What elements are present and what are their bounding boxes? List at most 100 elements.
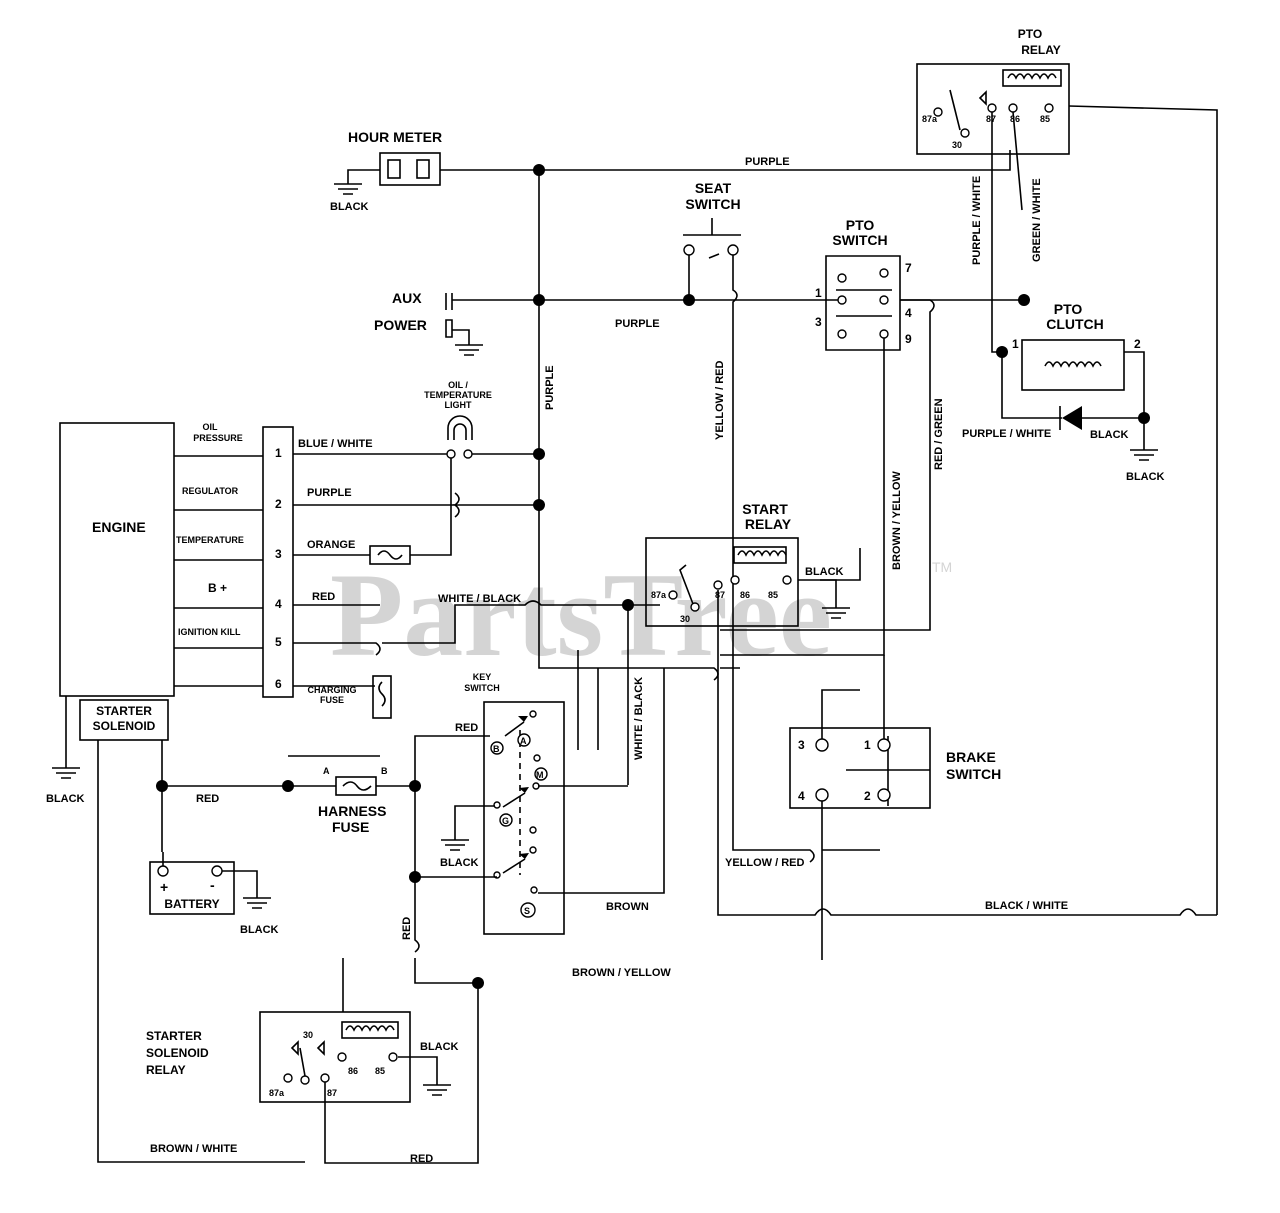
terminal [529, 846, 537, 854]
component-outline [1021, 339, 1125, 391]
wire [732, 255, 738, 700]
wire [324, 983, 479, 1164]
wire [519, 787, 529, 793]
key-switch: KEY SWITCH B A M G S [464, 672, 565, 935]
diagram-label: IGNITION KILL [178, 627, 241, 637]
component-outline [79, 699, 169, 741]
diagram-label: BLACK [240, 924, 279, 936]
diagram-label: REGULATOR [182, 486, 239, 496]
wire [821, 689, 860, 739]
starter-solenoid-relay: STARTER SOLENOID RELAY 30 87a 87 86 85 [146, 1011, 411, 1103]
diagram-label: RED [312, 591, 335, 603]
terminal [727, 244, 739, 256]
diagram-label: 87 [986, 114, 996, 124]
diagram-label: OIL / [448, 380, 468, 390]
wire [454, 805, 495, 840]
terminal [683, 244, 695, 256]
terminal [446, 449, 456, 459]
terminal [690, 602, 700, 612]
diagram-label: A [323, 766, 330, 776]
terminal [837, 329, 847, 339]
diagram-label: LIGHT [445, 400, 472, 410]
terminal [534, 767, 548, 781]
diagram-label: 1 [864, 738, 871, 752]
wire [822, 607, 850, 619]
terminal [879, 268, 889, 278]
wire [299, 1047, 306, 1077]
diagram-label: RELAY [745, 516, 792, 532]
wire [414, 786, 420, 953]
wire [290, 1040, 299, 1056]
terminal [837, 295, 847, 305]
wire [382, 600, 628, 644]
diagram-label: SOLENOID [93, 719, 156, 733]
wire [414, 735, 490, 786]
terminal [960, 128, 970, 138]
ground-icon [52, 767, 80, 779]
diagram-label: START [742, 501, 788, 517]
diagram-label: 85 [375, 1066, 385, 1076]
diagram-label: 3 [815, 315, 822, 329]
wire [737, 550, 787, 557]
hour-meter-label: HOUR METER [348, 129, 442, 145]
brake-switch: 3 1 4 2 BRAKE SWITCH [789, 727, 1001, 809]
terminal [782, 575, 792, 585]
pto-switch: PTO SWITCH 7 1 4 3 9 [815, 217, 912, 351]
wire [334, 183, 362, 195]
diagram-label: A [520, 736, 527, 746]
terminal [282, 780, 294, 792]
wire [683, 218, 741, 236]
diagram-label: S [524, 906, 530, 916]
wire [398, 1056, 438, 1085]
diagram-label: B + [208, 581, 227, 595]
terminal [683, 294, 695, 306]
diagram-label: ORANGE [307, 539, 355, 551]
charging-fuse: CHARGING FUSE [308, 675, 392, 719]
terminal [388, 1052, 398, 1062]
ground-icon [243, 897, 271, 909]
pto-relay-title-2: RELAY [1021, 43, 1061, 57]
terminal [337, 1052, 347, 1062]
diagram-label: 87a [269, 1088, 285, 1098]
pto-relay-title-1: PTO [1018, 27, 1042, 41]
component-outline [645, 537, 799, 627]
diagram-label: 3 [798, 738, 805, 752]
seat-switch: SEAT SWITCH [683, 180, 741, 259]
coil-icon [341, 1021, 399, 1039]
wire [949, 89, 961, 131]
diagram-label: BRAKE [946, 749, 996, 765]
diagram-label: RED [196, 793, 219, 805]
wire [453, 423, 467, 440]
diagram-label: KEY [473, 672, 492, 682]
diagram-label: PURPLE [544, 365, 556, 410]
ground-icon [1130, 449, 1158, 461]
starter-solenoid: STARTER SOLENOID [79, 699, 169, 741]
diagram-label: 4 [905, 306, 912, 320]
component-outline [789, 727, 931, 809]
engine-connector: 1 2 3 4 5 6 [262, 426, 294, 698]
wire [502, 858, 526, 874]
hour-meter: HOUR METER BLACK [330, 129, 442, 213]
wire [820, 548, 861, 581]
diagram-label: FUSE [320, 695, 344, 705]
wire [991, 300, 1000, 353]
terminal [815, 788, 829, 802]
diagram-label: PURPLE / WHITE [962, 428, 1051, 440]
diagram-label: HARNESS [318, 803, 386, 819]
diagram-label: BLACK [330, 201, 369, 213]
wire [836, 289, 892, 317]
power-label: POWER [374, 317, 427, 333]
diode-icon [1059, 406, 1082, 430]
diagram-label: SEAT [695, 180, 732, 196]
terminal [283, 1073, 293, 1083]
terminal [877, 788, 891, 802]
diagram-label: 4 [275, 597, 282, 611]
wire [316, 1040, 325, 1056]
wire [825, 255, 901, 351]
component-outline [149, 861, 235, 915]
wire [414, 958, 478, 984]
diagram-label: SOLENOID [146, 1046, 209, 1060]
diagram-label: BLACK [440, 857, 479, 869]
diagram-label: WHITE / BLACK [438, 593, 521, 605]
wire [441, 839, 469, 851]
